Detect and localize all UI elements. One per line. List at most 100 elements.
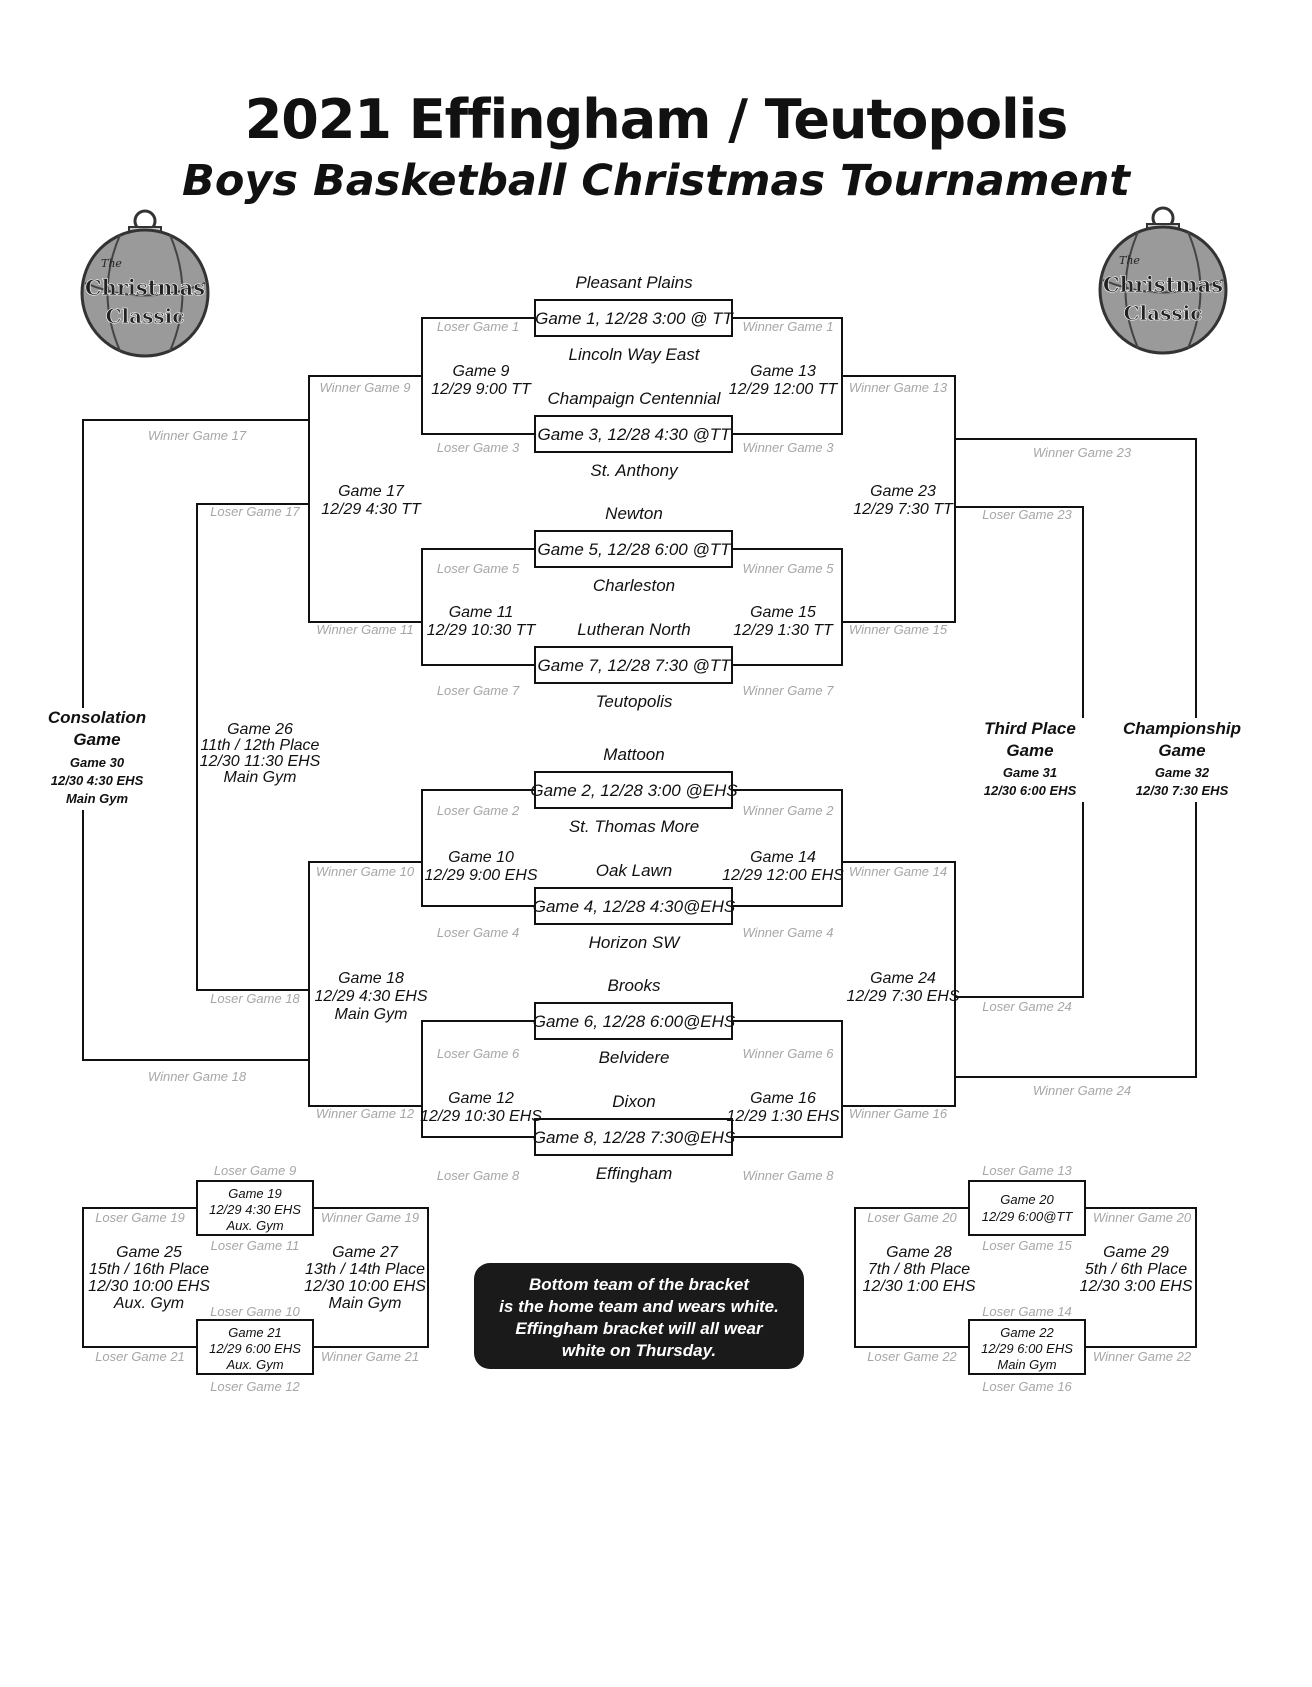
game-32-title-line: Game: [1158, 741, 1205, 760]
game-15-text-line: Game 15: [750, 604, 816, 621]
game-19-text-line: 12/29 4:30 EHS: [209, 1202, 301, 1217]
left-bracket-line: [308, 375, 422, 623]
team-name: St. Anthony: [590, 461, 679, 480]
first-round-game-label: Game 2, 12/28 3:00 @EHS: [530, 781, 738, 800]
winner-label: Winner Game 13: [849, 380, 948, 395]
game-31-title-line: Third Place: [984, 719, 1076, 738]
team-name: Pleasant Plains: [575, 273, 693, 292]
loser-label: Loser Game 22: [867, 1349, 957, 1364]
game-16-text-line: Game 16: [750, 1090, 816, 1107]
game-19-text-line: Game 19: [228, 1186, 281, 1201]
winner-label: Winner Game 4: [743, 925, 834, 940]
loser-label: Loser Game 12: [210, 1379, 300, 1394]
loser-label: Loser Game 24: [982, 999, 1072, 1014]
game-29-text-line: 12/30 3:00 EHS: [1080, 1278, 1193, 1295]
winner-label: Winner Game 24: [1033, 1083, 1131, 1098]
game-13-text-line: Game 13: [750, 363, 816, 380]
game-12-text-line: Game 12: [448, 1090, 514, 1107]
game-26-text-line: 11th / 12th Place: [201, 737, 320, 754]
first-round-game-label: Game 8, 12/28 7:30@EHS: [533, 1128, 736, 1147]
loser-label: Loser Game 8: [437, 1168, 520, 1183]
game-17-text-line: 12/29 4:30 TT: [321, 501, 422, 518]
game-32-detail-line: Game 32: [1155, 765, 1210, 780]
loser-label: Loser Game 15: [982, 1238, 1072, 1253]
game-14-text-line: 12/29 12:00 EHS: [722, 867, 844, 884]
game-30-title-line: Game: [73, 730, 120, 749]
loser-label: Loser Game 4: [437, 925, 519, 940]
game-29-text-line: Game 29: [1103, 1244, 1169, 1261]
winner-label: Winner Game 8: [743, 1168, 835, 1183]
game-28-text-line: Game 28: [886, 1244, 952, 1261]
first-round-game-box: [534, 887, 733, 925]
game-30-title-line: Consolation: [48, 708, 146, 727]
left-bracket-line: [421, 789, 535, 907]
team-name: Lutheran North: [577, 620, 690, 639]
game-27-text-line: 13th / 14th Place: [305, 1261, 425, 1278]
winner-label: Winner Game 17: [148, 428, 247, 443]
team-name: Horizon SW: [589, 933, 682, 952]
first-round-game-box: [534, 299, 733, 337]
game-32-title-line: Championship: [1123, 719, 1241, 738]
game-box: [968, 1319, 1086, 1375]
svg-text:Classic: Classic: [106, 304, 185, 328]
game-31-detail-line: Game 31: [1003, 765, 1057, 780]
game-22-text-line: Main Gym: [997, 1357, 1056, 1372]
game-30-detail-line: Game 30: [70, 755, 125, 770]
right-bracket-line: [732, 1020, 843, 1138]
winner-label: Winner Game 20: [1093, 1210, 1192, 1225]
game-25-text-line: 12/30 10:00 EHS: [88, 1278, 210, 1295]
game-21-text-line: 12/29 6:00 EHS: [209, 1341, 301, 1356]
first-round-game-label: Game 3, 12/28 4:30 @TT: [537, 425, 732, 444]
loser-label: Loser Game 5: [437, 561, 520, 576]
first-round-game-label: Game 7, 12/28 7:30 @TT: [537, 656, 732, 675]
game-9-text-line: 12/29 9:00 TT: [431, 381, 532, 398]
svg-text:Christmas: Christmas: [85, 275, 205, 300]
loser-label: Loser Game 13: [982, 1163, 1072, 1178]
team-name: Champaign Centennial: [548, 389, 722, 408]
team-name: Brooks: [608, 976, 661, 995]
winner-label: Winner Game 22: [1093, 1349, 1192, 1364]
game-15-text-line: 12/29 1:30 TT: [733, 622, 834, 639]
label-backdrop: [1122, 718, 1270, 802]
game-25-text-line: Aux. Gym: [113, 1295, 184, 1312]
game-11-text-line: Game 11: [449, 604, 514, 621]
winner-label: Winner Game 21: [321, 1349, 419, 1364]
winner-label: Winner Game 12: [316, 1106, 415, 1121]
game-10-text-line: Game 10: [448, 849, 514, 866]
winner-label: Winner Game 3: [743, 440, 835, 455]
loser-label: Loser Game 17: [210, 504, 300, 519]
page-subtitle: Boys Basketball Christmas Tournament: [182, 156, 1130, 206]
game-24-text-line: Game 24: [870, 970, 936, 987]
game-28-text-line: 7th / 8th Place: [868, 1261, 970, 1278]
team-name: Effingham: [596, 1164, 673, 1183]
game-28-text-line: 12/30 1:00 EHS: [863, 1278, 976, 1295]
game-21-text-line: Game 21: [228, 1325, 281, 1340]
loser-label: Loser Game 3: [437, 440, 520, 455]
game-box: [196, 1319, 314, 1375]
home-team-note-line: is the home team and wears white.: [499, 1297, 779, 1316]
first-round-game-label: Game 4, 12/28 4:30@EHS: [533, 897, 736, 916]
team-name: Newton: [605, 504, 663, 523]
svg-text:The: The: [1119, 254, 1140, 267]
svg-text:The: The: [101, 257, 122, 270]
winner-label: Winner Game 2: [743, 803, 835, 818]
team-name: Belvidere: [599, 1048, 670, 1067]
left-bracket-line: [196, 503, 309, 991]
game-29-text-line: 5th / 6th Place: [1085, 1261, 1187, 1278]
first-round-game-box: [534, 771, 733, 809]
home-team-note-line: Bottom team of the bracket: [529, 1275, 750, 1294]
page-title: 2021 Effingham / Teutopolis: [244, 88, 1069, 151]
winner-label: Winner Game 1: [743, 319, 834, 334]
game-11-text-line: 12/29 10:30 TT: [427, 622, 537, 639]
first-round-game-label: Game 5, 12/28 6:00 @TT: [537, 540, 732, 559]
first-round-game-box: [534, 1118, 733, 1156]
game-25-text-line: 15th / 16th Place: [89, 1261, 209, 1278]
left-bracket-line: [308, 861, 422, 1107]
right-bracket-line: [732, 789, 843, 907]
winner-label: Winner Game 16: [849, 1106, 948, 1121]
game-20-text-line: Game 20: [1000, 1192, 1054, 1207]
team-name: Oak Lawn: [596, 861, 673, 880]
game-26-text-line: Game 26: [227, 721, 293, 738]
